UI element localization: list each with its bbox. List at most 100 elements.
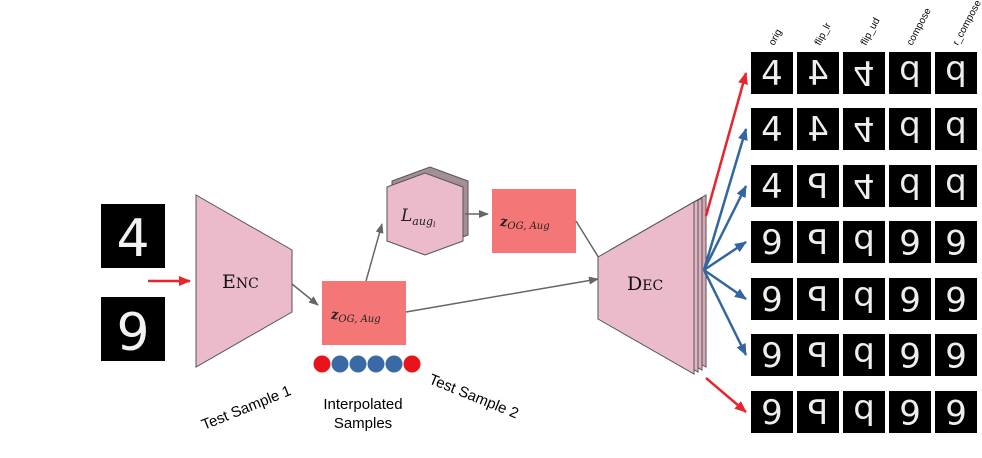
svg-text:4: 4 [761,54,783,94]
column-header-flip-ud: flip_ud [859,16,883,47]
latent-to-loss-arrow [365,223,384,282]
svg-text:6: 6 [899,221,921,261]
svg-text:6: 6 [945,221,967,261]
svg-text:6: 6 [945,278,967,318]
column-header-orig: orig [767,28,785,48]
grid-cell-r1-orig: 4 [751,52,793,94]
column-header-flip-lr: flip_lr [813,21,834,48]
svg-text:9: 9 [116,303,149,363]
latent-to-decoder-arrow [405,276,599,313]
grid-cell-r7-orig: 9 [751,391,793,433]
latent-box: zOG, Aug [322,281,406,345]
test-sample-2-label: Test Sample 2 [427,371,521,422]
svg-text:P: P [808,336,829,376]
encoder-label-initial: E [222,271,236,293]
grid-cell-r4-orig: 9 [751,221,793,263]
grid-cell-r5-r-compose: 6 [935,278,977,320]
svg-text:9: 9 [761,336,783,376]
output-arrow-interpolated [702,269,748,356]
grid-cell-r1-r-compose: b [935,52,977,94]
loss-symbol: L [400,206,412,226]
svg-text:b: b [899,52,921,92]
encoder-block: ENC [195,194,293,368]
aug-latent-symbol: z [499,215,508,230]
output-arrow-interpolated [703,268,747,301]
interpolated-label-line1: Interpolated [323,396,402,413]
grid-cell-r1-flip-ud: 4 [843,52,885,94]
svg-text:d: d [853,391,875,431]
test-sample-1-label: Test Sample 1 [199,382,293,433]
svg-text:4: 4 [761,110,783,150]
grid-cell-r5-orig: 9 [751,278,793,320]
grid-cell-r3-orig: 4 [751,165,793,207]
loss-subsubscript: i [433,220,436,229]
svg-text:9: 9 [761,280,783,320]
output-arrow-endpoint [704,72,748,217]
column-header-compose: compose [905,6,934,47]
svg-text:6: 6 [945,334,967,374]
svg-text:4: 4 [853,108,875,148]
grid-cell-r6-flip-lr: P [797,334,839,376]
interpolated-dot [331,355,349,373]
svg-text:b: b [899,165,921,205]
svg-text:b: b [899,108,921,148]
svg-text:zOG, Aug: zOG, Aug [330,308,381,325]
grid-cell-r7-r-compose: 6 [935,391,977,433]
svg-text:4: 4 [807,110,829,150]
grid-cell-r1-flip-lr: 4 [797,52,839,94]
grid-cell-r3-flip-ud: 4 [843,165,885,207]
interpolated-label-line2: Samples [334,415,392,432]
grid-cell-r4-flip-ud: d [843,221,885,263]
svg-text:b: b [945,108,967,148]
decoder-label-initial: D [627,273,642,295]
svg-text:zOG, Aug: zOG, Aug [499,215,550,232]
column-header-r-compose: r_compose [951,0,982,47]
grid-cell-r2-r-compose: b [935,108,977,150]
svg-text:P: P [808,223,829,263]
interpolated-dot [385,355,403,373]
grid-cell-r6-orig: 9 [751,334,793,376]
svg-text:4: 4 [807,54,829,94]
interpolated-dot [367,355,385,373]
grid-cell-r5-compose: 6 [889,278,931,320]
svg-text:d: d [853,334,875,374]
grid-cell-r6-r-compose: 6 [935,334,977,376]
loss-subscript: aug [412,215,433,228]
grid-cell-r2-orig: 4 [751,108,793,150]
svg-text:P: P [808,393,829,433]
encoder-to-latent-arrow [291,283,319,306]
svg-text:9: 9 [761,393,783,433]
svg-text:9: 9 [761,223,783,263]
svg-text:6: 6 [899,334,921,374]
grid-cell-r6-compose: 6 [889,334,931,376]
output-arrow-endpoint [705,377,747,413]
decoder-label-rest: EC [642,278,663,294]
grid-cell-r7-flip-lr: P [797,391,839,433]
grid-cell-r3-compose: b [889,165,931,207]
augmented-latent-box: zOG, Aug [492,189,576,253]
svg-text:P: P [808,167,829,207]
grid-cell-r2-flip-ud: 4 [843,108,885,150]
svg-text:4: 4 [116,209,149,269]
svg-text:4: 4 [853,165,875,205]
grid-cell-r4-compose: 6 [889,221,931,263]
svg-text:6: 6 [899,391,921,431]
svg-text:b: b [945,52,967,92]
endpoint-dot [403,355,421,373]
output-arrow-interpolated [702,128,748,271]
svg-text:d: d [853,278,875,318]
aug-latent-subscript: OG, Aug [507,221,549,232]
grid-cell-r5-flip-lr: P [797,278,839,320]
output-arrow-interpolated [702,185,748,271]
grid-cell-r4-r-compose: 6 [935,221,977,263]
grid-cell-r3-flip-lr: P [797,165,839,207]
decoder-block: DEC [597,194,707,375]
grid-cell-r2-flip-lr: 4 [797,108,839,150]
encoder-label-rest: NC [236,276,259,292]
svg-text:4: 4 [853,52,875,92]
input-digit-image-top: 4 [101,204,165,269]
augmentation-loss-hexagon: Laugi [386,166,469,256]
latent-subscript: OG, Aug [338,314,380,325]
grid-cell-r5-flip-ud: d [843,278,885,320]
